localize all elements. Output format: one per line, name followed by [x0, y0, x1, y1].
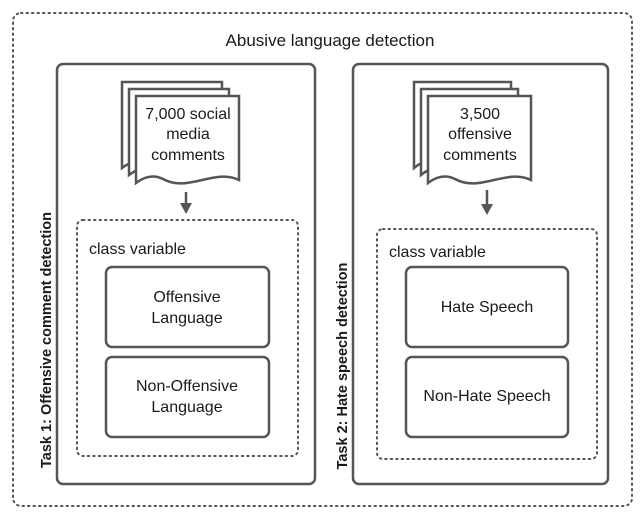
task1-class-2-box — [104, 355, 271, 439]
task2-source-line-1: 3,500 — [460, 106, 500, 123]
task2-doc-front — [426, 94, 533, 186]
task1-class-2-line-1: Non-Offensive — [136, 378, 238, 395]
task1-source-line-1: 7,000 social — [145, 106, 230, 123]
task2-class-heading: class variable — [389, 244, 486, 261]
task2-class-1-line-1: Hate Speech — [441, 299, 534, 316]
task2-class-1-box — [404, 265, 570, 349]
outer-frame — [12, 12, 633, 507]
task1-label: Task 1: Offensive comment detection — [39, 212, 55, 468]
task1-class-1-line-2: Language — [151, 310, 222, 327]
task2-class-2-box — [404, 355, 570, 439]
diagram-title: Abusive language detection — [226, 31, 435, 50]
task2-arrow — [481, 190, 493, 215]
task1-source-line-3: comments — [151, 147, 225, 164]
task2-class-frame — [376, 228, 598, 460]
task1-arrow — [180, 192, 192, 214]
task1-doc-front — [134, 94, 241, 186]
task1-class-1-line-1: Offensive — [153, 289, 220, 306]
task1-class-frame — [76, 219, 299, 457]
task1-frame — [55, 62, 317, 486]
task2-document-stack: 3,500 offensive comments — [412, 80, 533, 186]
task1-panel: Task 1: Offensive comment detection 7,00… — [39, 62, 317, 486]
task1-source-line-2: media — [166, 126, 210, 143]
task2-frame — [351, 62, 610, 486]
task1-class-heading: class variable — [89, 241, 186, 258]
task2-class-2-line-1: Non-Hate Speech — [423, 388, 550, 405]
task1-document-stack: 7,000 social media comments — [120, 80, 241, 186]
task2-panel: Task 2: Hate speech detection 3,500 offe… — [335, 62, 610, 486]
task2-source-line-2: offensive — [448, 126, 512, 143]
task2-label: Task 2: Hate speech detection — [335, 263, 351, 470]
task2-source-line-3: comments — [443, 147, 517, 164]
task1-class-1-box — [104, 265, 271, 349]
task1-class-2-line-2: Language — [151, 399, 222, 416]
